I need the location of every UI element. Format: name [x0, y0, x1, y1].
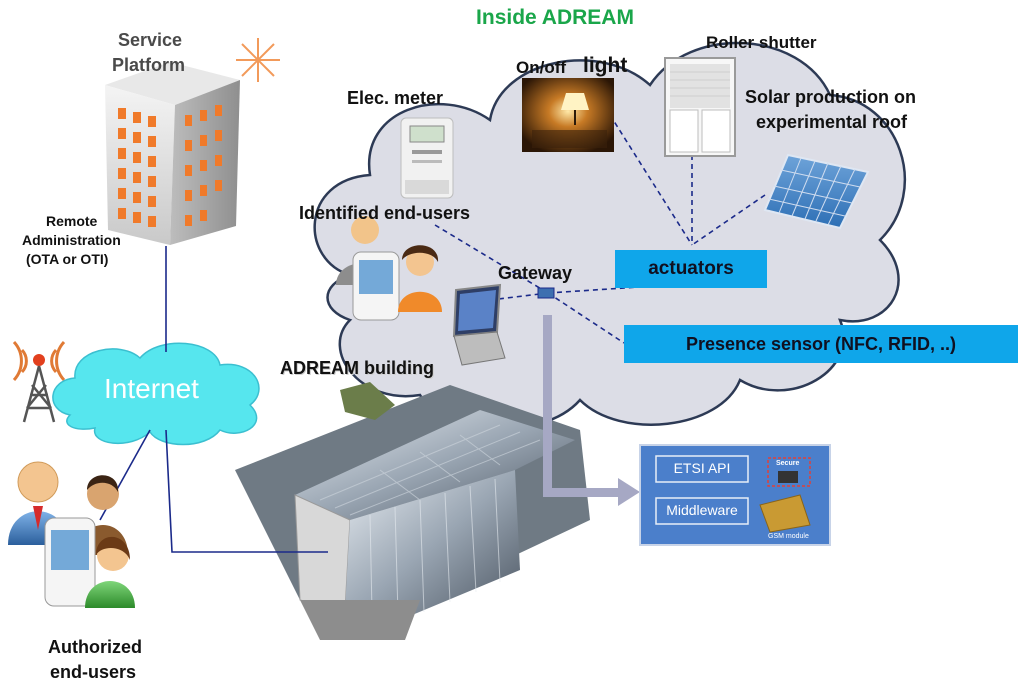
secure-chip-icon [778, 471, 798, 483]
module-gsm: GSM module [768, 533, 809, 540]
service-platform-label-2: Platform [112, 55, 186, 75]
solar-panel-icon [763, 153, 870, 230]
identified-users-label: Identified end-users [299, 203, 471, 223]
remote-admin-label-3: (OTA or OTI) [26, 251, 109, 267]
roller-shutter-icon [664, 57, 736, 157]
gateway-module-arrow [543, 315, 640, 506]
service-platform-label-1: Service [118, 30, 183, 50]
light-label: light [583, 54, 628, 77]
authorized-users-icon [8, 461, 135, 608]
remote-admin-label-1: Remote [46, 213, 98, 229]
solar-label-1: Solar production on [745, 87, 916, 107]
signal-star-icon [236, 38, 280, 82]
inside-adream-title: Inside ADREAM [476, 6, 634, 29]
internet-cloud [52, 342, 260, 446]
authorized-users-label-1: Authorized [48, 637, 142, 657]
presence-sensor-box: Presence sensor (NFC, RFID, ..) [624, 325, 1018, 363]
solar-label-2: experimental roof [756, 112, 908, 132]
remote-admin-label-2: Administration [22, 232, 121, 248]
service-platform-building [105, 62, 240, 245]
gsm-module-icon [759, 494, 811, 533]
internet-label: Internet [104, 373, 199, 404]
adream-building-image [235, 382, 590, 640]
module-panel [639, 444, 831, 546]
laptop-icon [452, 283, 506, 366]
actuators-box: actuators [615, 250, 767, 288]
lamp-image [522, 78, 614, 152]
elec-meter-icon [400, 117, 454, 199]
secure-element-box [767, 457, 811, 487]
radio-tower-icon [12, 340, 66, 423]
gateway-device-icon [537, 287, 555, 299]
etsi-api-block [655, 455, 749, 483]
module-secure: Secure [776, 460, 800, 467]
roller-shutter-label: Roller shutter [706, 33, 817, 52]
module-middleware: Middleware [666, 502, 738, 518]
middleware-block [655, 497, 749, 525]
adream-building-label: ADREAM building [280, 358, 434, 378]
authorized-users-label-2: end-users [50, 662, 137, 682]
module-etsi-api: ETSI API [673, 460, 731, 476]
on-off-label: On/off [516, 58, 567, 77]
identified-users-icon [336, 216, 442, 321]
gateway-label: Gateway [498, 263, 573, 283]
elec-meter-label: Elec. meter [347, 88, 444, 108]
